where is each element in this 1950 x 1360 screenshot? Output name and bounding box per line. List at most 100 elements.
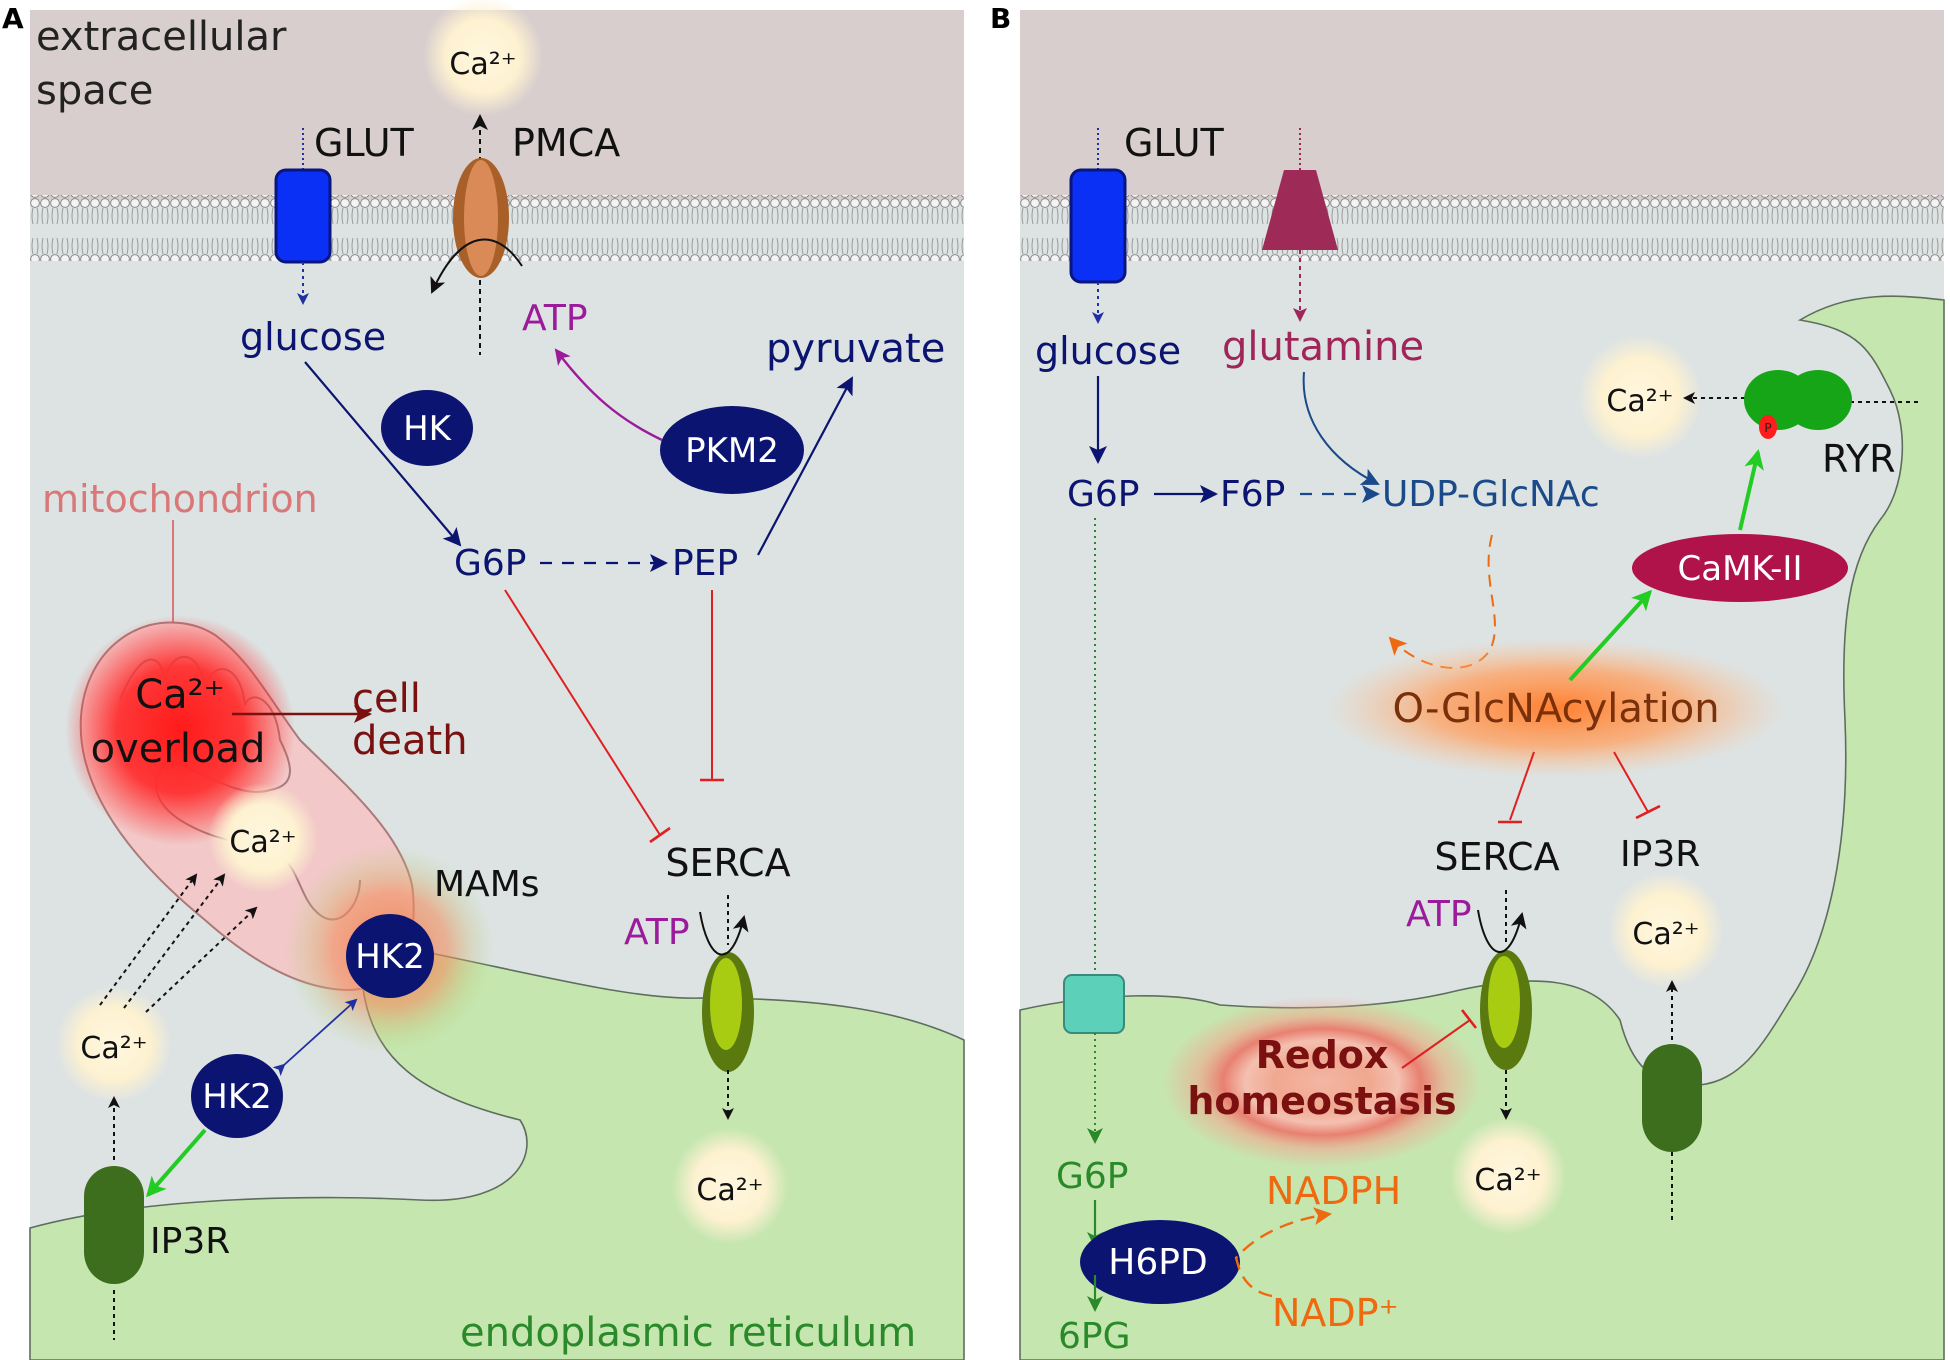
redox-inhibits-serca	[1401, 1019, 1471, 1069]
oglc-activates-camk-arrow	[1568, 589, 1653, 682]
ca-overload-line2: overload	[91, 726, 266, 772]
g6p-er-transporter	[1063, 974, 1125, 1034]
oglc-inhibits-ip3r-bar	[1635, 804, 1661, 820]
ca-uptake-arrow-3	[145, 906, 258, 1013]
glut-transporter-b	[1069, 168, 1127, 284]
hk2-cyto-enzyme	[191, 1054, 283, 1138]
glucose-to-g6p-arrow	[304, 361, 462, 547]
extracellular-label-line2: space	[36, 68, 153, 114]
nadph-label: NADPH	[1266, 1169, 1401, 1213]
glut-label-a: GLUT	[314, 121, 415, 165]
redox-line1: Redox	[1256, 1033, 1389, 1077]
glutamine-to-hbp-arrow	[1302, 371, 1380, 485]
ca-overload-glow	[65, 615, 295, 845]
glutamine-transporter	[1262, 170, 1338, 250]
oglc-inhibits-ip3r	[1613, 751, 1649, 813]
ca-label-er-a: Ca²⁺	[696, 1173, 763, 1208]
pmca-pump-inner	[464, 160, 498, 276]
ryr-label: RYR	[1822, 437, 1896, 481]
ca-glow-ryr	[1578, 335, 1702, 459]
ca-glow-left	[56, 986, 172, 1102]
pkm2-to-atp-arrow	[554, 348, 663, 442]
ip3r-b-channel-mid	[1642, 1074, 1702, 1120]
panel-b-membrane	[1020, 195, 1944, 261]
panel-a: A extracellular space Ca²⁺ GLUT PMCA ATP…	[2, 0, 965, 1360]
ca-label-mito: Ca²⁺	[229, 825, 296, 860]
ca-glow-ip3r	[1608, 872, 1724, 988]
atp-label-b: ATP	[1406, 894, 1472, 935]
nadp-to-nadph-arrow	[1234, 1207, 1332, 1298]
f6p-label: F6P	[1220, 474, 1285, 515]
ryr-phospho-label: P	[1764, 421, 1771, 435]
ca-label-er-b: Ca²⁺	[1474, 1163, 1541, 1198]
serca-b-atp-curve	[1477, 909, 1527, 953]
ca-uptake-arrow-2	[123, 873, 226, 1009]
hk-enzyme	[381, 390, 473, 466]
pep-to-pyruvate-arrow	[757, 376, 853, 556]
hk2-mam-enzyme	[346, 914, 434, 998]
pep-label: PEP	[672, 543, 738, 584]
ca-glow-top	[423, 0, 543, 116]
g6p-inhibits-serca-bar	[649, 826, 671, 844]
redox-inhibits-serca-bar	[1460, 1009, 1478, 1029]
serca-label-b: SERCA	[1434, 835, 1559, 879]
ca-label-left: Ca²⁺	[80, 1031, 147, 1066]
h6pd-label: H6PD	[1108, 1242, 1207, 1283]
redox-glow	[1162, 996, 1482, 1168]
oglc-inhibits-serca	[1509, 751, 1535, 821]
ip3r-label-a: IP3R	[150, 1221, 230, 1262]
hk2-shuttle-arrow	[272, 998, 358, 1077]
pg6-label: 6PG	[1058, 1316, 1131, 1357]
camk-label: CaMK-II	[1678, 549, 1803, 589]
hk-label: HK	[403, 409, 453, 449]
serca-a-pump-inner	[710, 958, 742, 1050]
panel-a-letter: A	[2, 2, 24, 35]
g6p-label-b: G6P	[1067, 474, 1140, 515]
serca-b-pump-inner	[1488, 956, 1520, 1048]
mitochondrion-label: mitochondrion	[42, 477, 318, 521]
glucose-label-a: glucose	[240, 315, 386, 359]
ca-label-top: Ca²⁺	[449, 47, 516, 82]
g6p-label-a: G6P	[454, 543, 527, 584]
pmca-atp-curve	[430, 238, 523, 294]
panel-b: B GLUT glucose glutamine Ca²⁺ P RYR G6P …	[990, 2, 1945, 1360]
ip3r-label-b: IP3R	[1620, 834, 1700, 875]
atp-label-pmca: ATP	[522, 298, 588, 339]
g6p-er-label: G6P	[1056, 1156, 1129, 1197]
ca-uptake-arrow-1	[99, 873, 198, 1006]
atp-label-serca-a: ATP	[624, 912, 690, 953]
ca-label-ip3r: Ca²⁺	[1632, 917, 1699, 952]
hk2-activates-ip3r-arrow	[146, 1128, 207, 1198]
hk2-cyto-label: HK2	[202, 1077, 272, 1117]
ca-glow-er-b	[1450, 1118, 1566, 1234]
mams-label: MAMs	[434, 864, 540, 905]
pmca-label: PMCA	[512, 121, 620, 165]
ca-overload-line1: Ca²⁺	[135, 672, 225, 718]
nadp-label: NADP⁺	[1272, 1291, 1399, 1335]
pkm2-label: PKM2	[685, 431, 779, 471]
glutamine-label: glutamine	[1222, 324, 1424, 370]
pyruvate-label: pyruvate	[766, 326, 945, 372]
cell-death-line2: death	[352, 718, 468, 764]
pkm2-enzyme	[660, 406, 804, 494]
glucose-label-b: glucose	[1035, 329, 1181, 373]
ryr-phospho-mark	[1759, 415, 1777, 439]
cell-death-line1: cell	[352, 676, 421, 722]
redox-line2: homeostasis	[1187, 1079, 1456, 1123]
h6pd-enzyme	[1080, 1220, 1240, 1304]
extracellular-label-line1: extracellular	[36, 14, 287, 60]
udp-glcnac-label: UDP-GlcNAc	[1382, 474, 1600, 515]
hk2-mam-label: HK2	[355, 937, 425, 977]
glut-label-b: GLUT	[1124, 121, 1225, 165]
serca-label-a: SERCA	[665, 841, 790, 885]
camk-activates-ryr-arrow	[1738, 449, 1764, 531]
panel-b-extracellular	[1020, 10, 1944, 200]
g6p-inhibits-serca	[504, 589, 661, 836]
ca-label-ryr: Ca²⁺	[1606, 384, 1673, 419]
serca-a-atp-curve	[699, 911, 749, 956]
panel-b-letter: B	[990, 2, 1011, 35]
ca-glow-mito	[208, 783, 318, 893]
er-label: endoplasmic reticulum	[460, 1310, 916, 1356]
oglc-label: O-GlcNAcylation	[1392, 686, 1719, 732]
